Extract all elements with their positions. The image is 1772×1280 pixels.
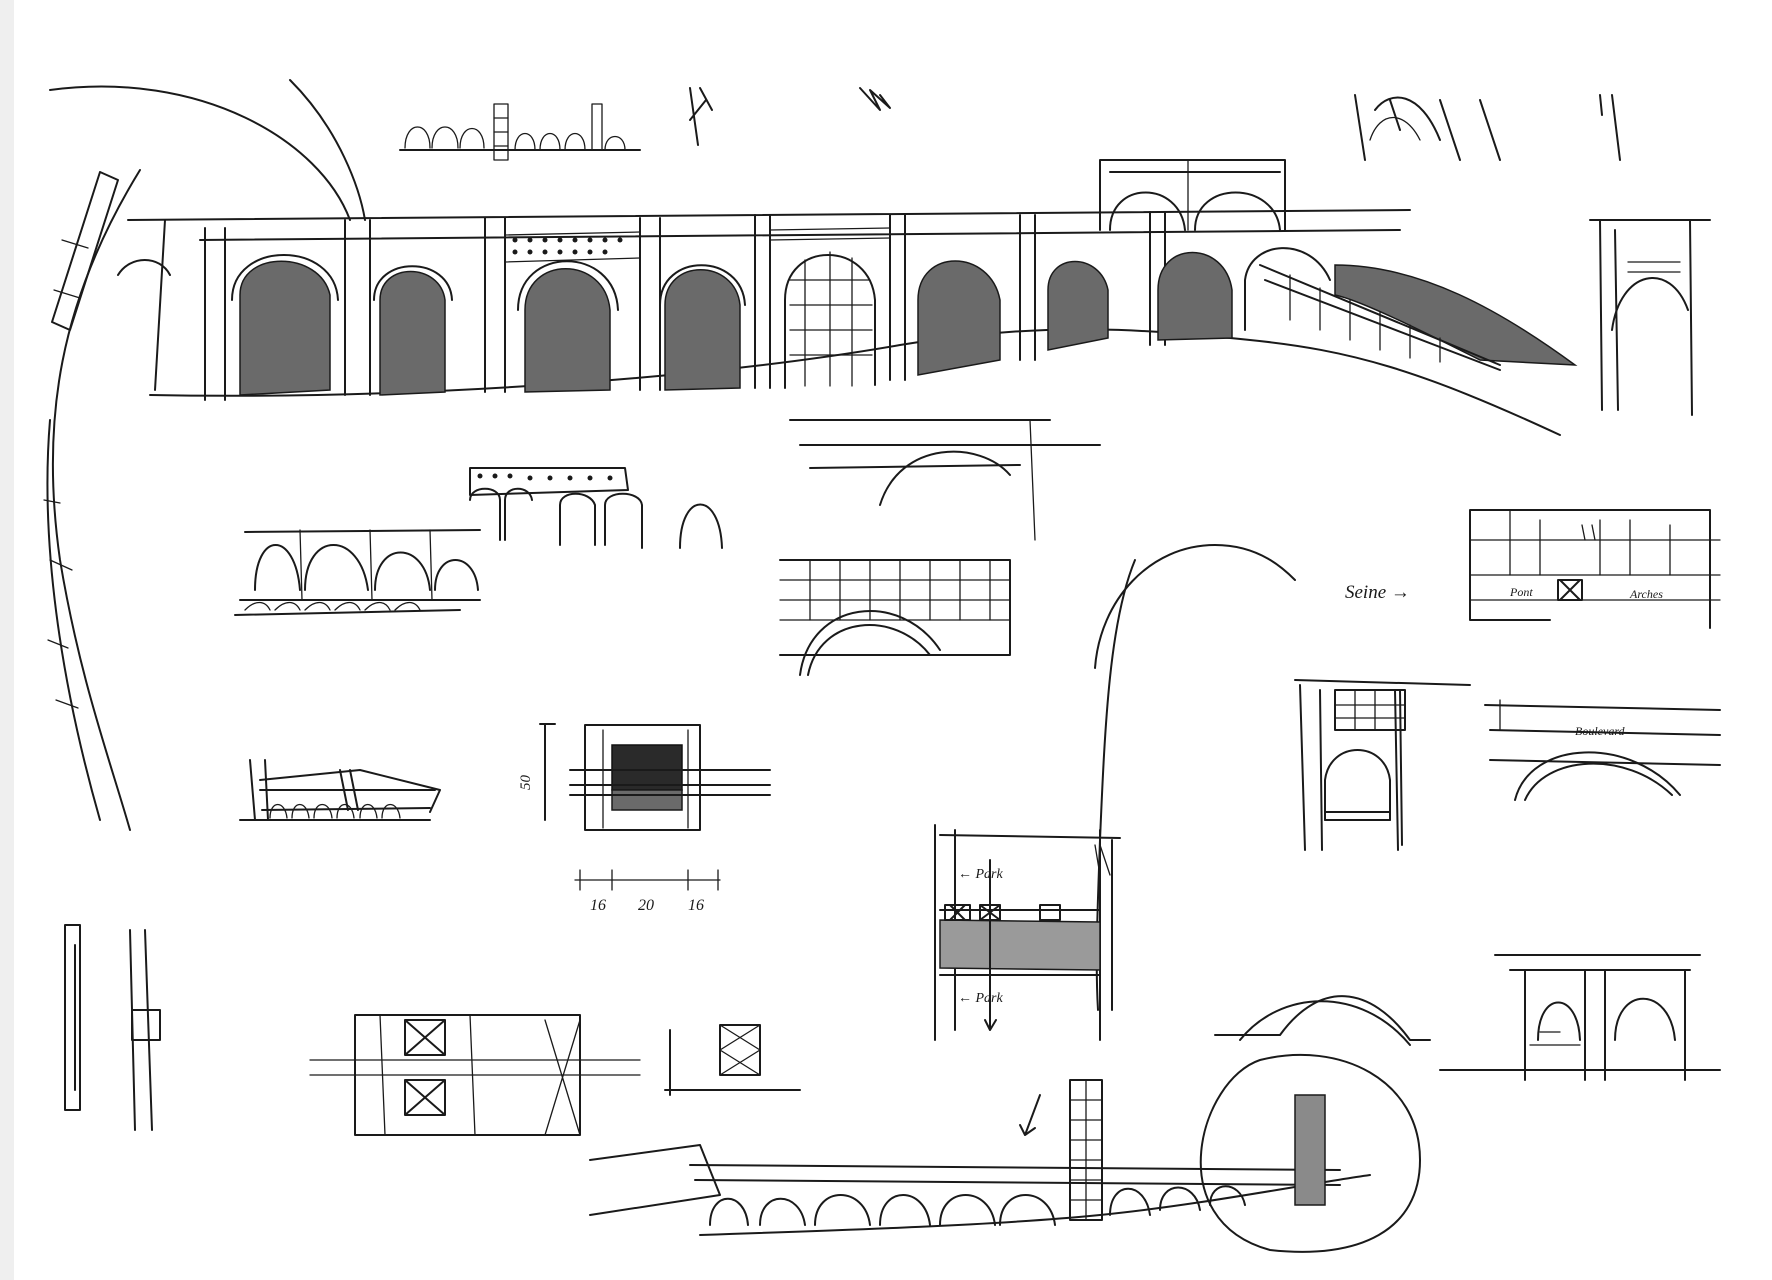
- sketch-park-section: [934, 824, 1121, 1041]
- sketch-arch-beam: [789, 419, 1101, 541]
- sketch-dotted-arches: [469, 467, 723, 549]
- plan-label-right: Arches: [1629, 587, 1663, 601]
- sketch-section-right: [1294, 679, 1471, 851]
- dimension-left-label: 16: [590, 897, 606, 914]
- curved-line-center: [1094, 544, 1296, 1011]
- section-label-bottom: ← Park: [958, 991, 1004, 1006]
- sketch-right-arch-frame: [1589, 219, 1711, 416]
- sketch-arcade-elevation: [234, 529, 481, 616]
- sketch-arch-grid: [779, 559, 1011, 676]
- dimension-vertical-label: 50: [518, 775, 534, 791]
- page-edge: [0, 0, 14, 1280]
- dimension-right-label: 16: [688, 897, 704, 914]
- curved-road-lines: [43, 79, 366, 831]
- sketch-tiered-ramp: [239, 759, 441, 821]
- plan-label-left: Pont: [1509, 585, 1533, 599]
- sketch-plan-seine: [1469, 509, 1721, 629]
- seine-arrow-label: Seine →: [1345, 582, 1410, 603]
- section-label-top: ← Park: [958, 867, 1004, 882]
- sketch-low-arch: [1214, 995, 1431, 1046]
- sketch-double-arch: [1439, 954, 1721, 1081]
- sketch-vertical-detail: [64, 924, 161, 1131]
- sketch-top-scribbles: [689, 87, 1621, 161]
- sketch-main-arcade: [117, 159, 1578, 436]
- sketch-small-arcade-tower: [399, 103, 641, 161]
- sketch-arch-boulevard: [1484, 699, 1721, 801]
- sketch-pier-section: [539, 723, 771, 891]
- dimension-center-label: 20: [638, 897, 654, 914]
- arch-label: Boulevard: [1575, 724, 1626, 738]
- sketch-small-box: [664, 1024, 801, 1096]
- sketch-bottom-arcade: [589, 1053, 1421, 1253]
- sketch-plan-grid: [309, 1014, 641, 1136]
